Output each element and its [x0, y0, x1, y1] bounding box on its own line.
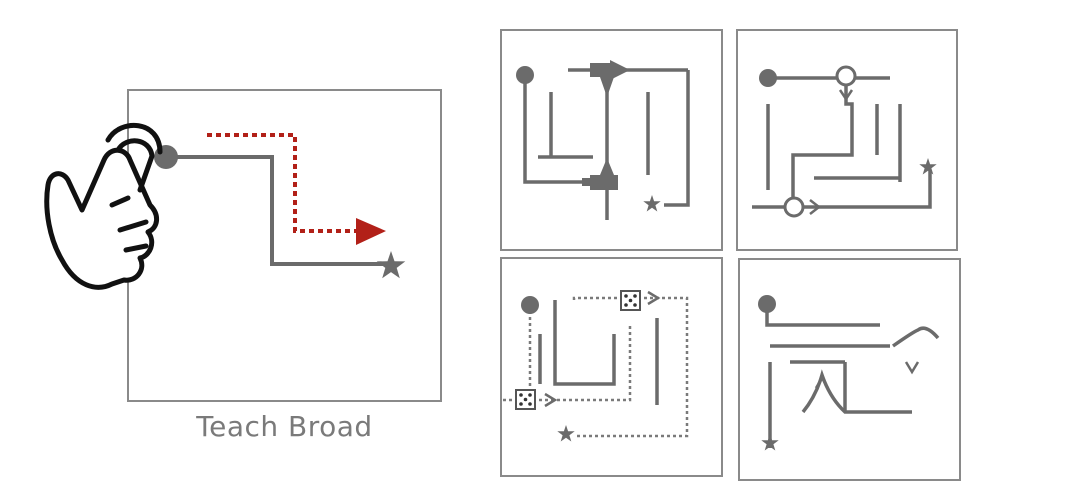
chevron-up-icon	[814, 375, 830, 389]
junction-icon	[590, 60, 630, 97]
junction-icon	[582, 158, 618, 190]
chevron-right-icon	[544, 392, 558, 408]
maze-panel-frame	[736, 29, 958, 251]
start-dot-icon	[516, 66, 534, 84]
demo-path	[166, 155, 392, 266]
choice-node-icon	[835, 65, 857, 87]
chevron-right-icon	[647, 290, 661, 306]
chevron-right-icon	[809, 199, 822, 215]
start-dot-icon	[521, 296, 539, 314]
choice-node-icon	[783, 196, 805, 218]
maze-panel-4	[738, 258, 961, 481]
maze-panel-2	[736, 29, 958, 251]
hand-pointing-icon	[44, 123, 163, 290]
maze-panel-3	[500, 257, 723, 477]
demo-panel-frame	[127, 89, 442, 402]
panel-caption: Teach Broad	[196, 410, 373, 443]
maze-panel-frame	[500, 257, 723, 477]
demo-arrow	[207, 133, 356, 233]
dice-icon	[620, 290, 641, 311]
goal-star-icon	[761, 434, 779, 451]
maze-panel-1	[500, 29, 723, 251]
maze-panel-frame	[500, 29, 723, 251]
chevron-down-icon	[904, 361, 920, 375]
maze-panel-frame	[738, 258, 961, 481]
goal-star-icon	[376, 251, 406, 279]
start-dot-icon	[759, 69, 777, 87]
goal-star-icon	[643, 195, 661, 212]
goal-star-icon	[919, 158, 937, 175]
goal-star-icon	[557, 425, 575, 442]
dice-icon	[515, 389, 536, 410]
chevron-down-icon	[838, 89, 854, 102]
start-dot-icon	[758, 295, 776, 313]
demo-arrow-head-icon	[356, 218, 386, 245]
demo-panel	[127, 89, 442, 402]
